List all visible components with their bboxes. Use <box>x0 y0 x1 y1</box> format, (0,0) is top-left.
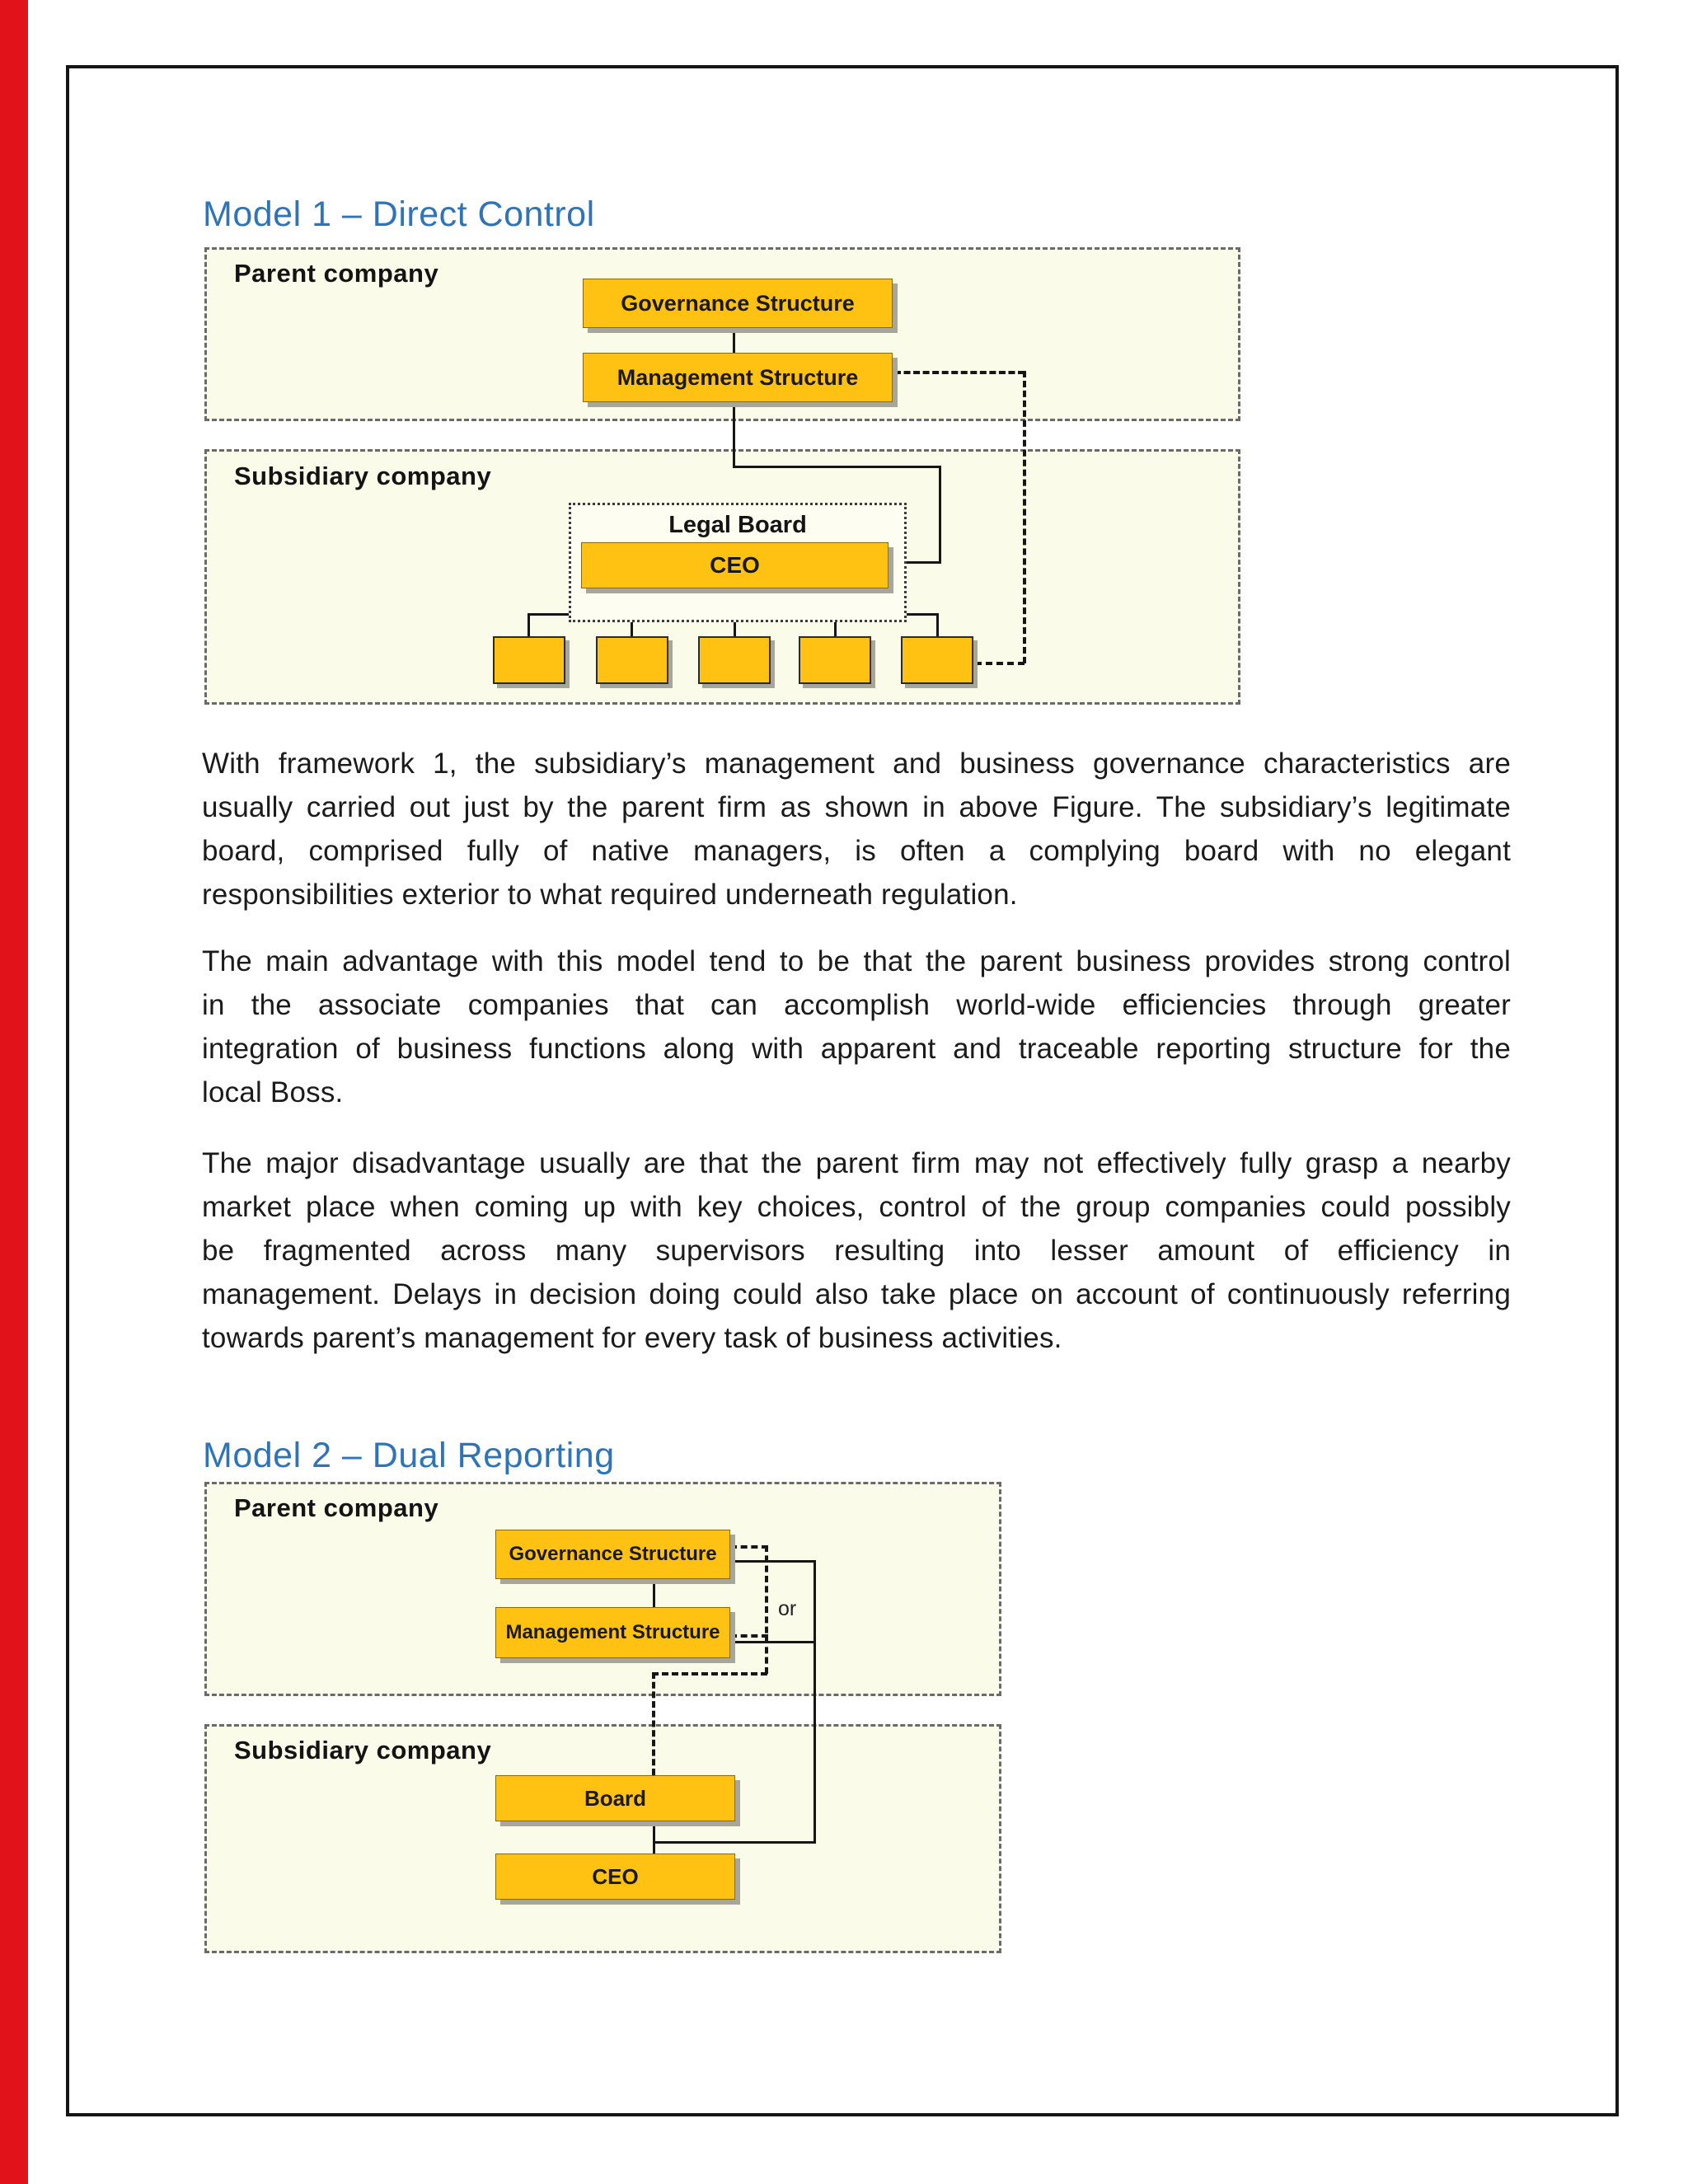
d1-sub-unit-box-4 <box>799 636 871 684</box>
d1-sub-unit-box-5 <box>901 636 973 684</box>
d1-line-elbow-down <box>939 466 941 563</box>
d1-parent-company-label: Parent company <box>234 259 439 288</box>
text-line: board, comprised fully of native manager… <box>202 835 1511 867</box>
d1-line-elbow-right <box>733 466 941 468</box>
d2-line-vertical <box>814 1560 816 1844</box>
d2-line-board-to-ceo <box>653 1821 655 1854</box>
d1-dash-mgmt-right <box>894 371 1025 374</box>
page-border <box>66 65 1619 2116</box>
d2-parent-company-box <box>204 1482 1001 1696</box>
d1-line-into-ceo <box>889 561 941 564</box>
scan-edge-bar <box>0 0 28 2184</box>
text-line: in the associate companies that can acco… <box>202 989 1511 1021</box>
text-line: market place when coming up with key cho… <box>202 1191 1511 1223</box>
text-line: The main advantage with this model tend … <box>202 945 1511 977</box>
d2-dash-gov-stub <box>730 1545 768 1549</box>
text-line: usually carried out just by the parent f… <box>202 791 1511 823</box>
d2-ceo-box: CEO <box>495 1854 735 1900</box>
d2-line-mgmt-right <box>730 1641 815 1643</box>
d1-management-structure-box: Management Structure <box>583 353 893 402</box>
d2-subsidiary-company-box <box>204 1724 1001 1953</box>
text-line: towards parent’s management for every ta… <box>202 1322 1062 1354</box>
d2-line-join <box>654 1841 816 1844</box>
d2-parent-company-label: Parent company <box>234 1493 439 1522</box>
d1-legal-board-label: Legal Board <box>668 512 807 538</box>
d2-governance-structure-box: Governance Structure <box>495 1530 730 1579</box>
d1-dash-down <box>1023 371 1026 663</box>
d1-drop-5 <box>936 613 939 637</box>
d1-drop-1 <box>528 613 530 637</box>
d1-sub-unit-box-1 <box>493 636 565 684</box>
d2-dash-to-board <box>652 1672 655 1775</box>
paragraph-2: The main advantage with this model tend … <box>202 940 1511 1114</box>
d1-sub-unit-box-3 <box>698 636 771 684</box>
d2-dash-elbow <box>652 1672 767 1675</box>
d1-line-gov-to-mgmt <box>733 328 735 353</box>
text-line: be fragmented across many supervisors re… <box>202 1235 1511 1267</box>
d2-subsidiary-company-label: Subsidiary company <box>234 1736 492 1765</box>
d1-governance-structure-box: Governance Structure <box>583 279 893 328</box>
text-line: integration of business functions along … <box>202 1033 1511 1065</box>
d1-drop-3 <box>734 613 736 637</box>
d1-dash-into-unit5 <box>975 662 1025 665</box>
text-line: local Boss. <box>202 1076 344 1108</box>
d1-drop-4 <box>834 613 837 637</box>
d1-ceo-box: CEO <box>581 542 889 588</box>
d1-sub-unit-box-2 <box>596 636 668 684</box>
text-line: management. Delays in decision doing cou… <box>202 1278 1511 1310</box>
d2-or-label: or <box>778 1597 797 1620</box>
d2-line-gov-to-mgmt <box>653 1578 655 1608</box>
d2-line-gov-right <box>730 1560 815 1563</box>
paragraph-1: With framework 1, the subsidiary’s manag… <box>202 742 1511 916</box>
section2-heading: Model 2 – Dual Reporting <box>203 1436 615 1475</box>
d1-subsidiary-company-label: Subsidiary company <box>234 462 492 490</box>
d2-board-box: Board <box>495 1775 735 1821</box>
section1-heading: Model 1 – Direct Control <box>203 194 595 234</box>
text-line: responsibilities exterior to what requir… <box>202 879 1018 911</box>
d2-management-structure-box: Management Structure <box>495 1607 730 1658</box>
d1-drop-2 <box>631 613 633 637</box>
d1-line-mgmt-down <box>733 402 735 468</box>
text-line: With framework 1, the subsidiary’s manag… <box>202 748 1511 780</box>
paragraph-3: The major disadvantage usually are that … <box>202 1141 1511 1360</box>
d2-dash-vertical <box>765 1545 768 1674</box>
d2-dash-mgmt-stub <box>730 1634 768 1638</box>
text-line: The major disadvantage usually are that … <box>202 1147 1511 1179</box>
